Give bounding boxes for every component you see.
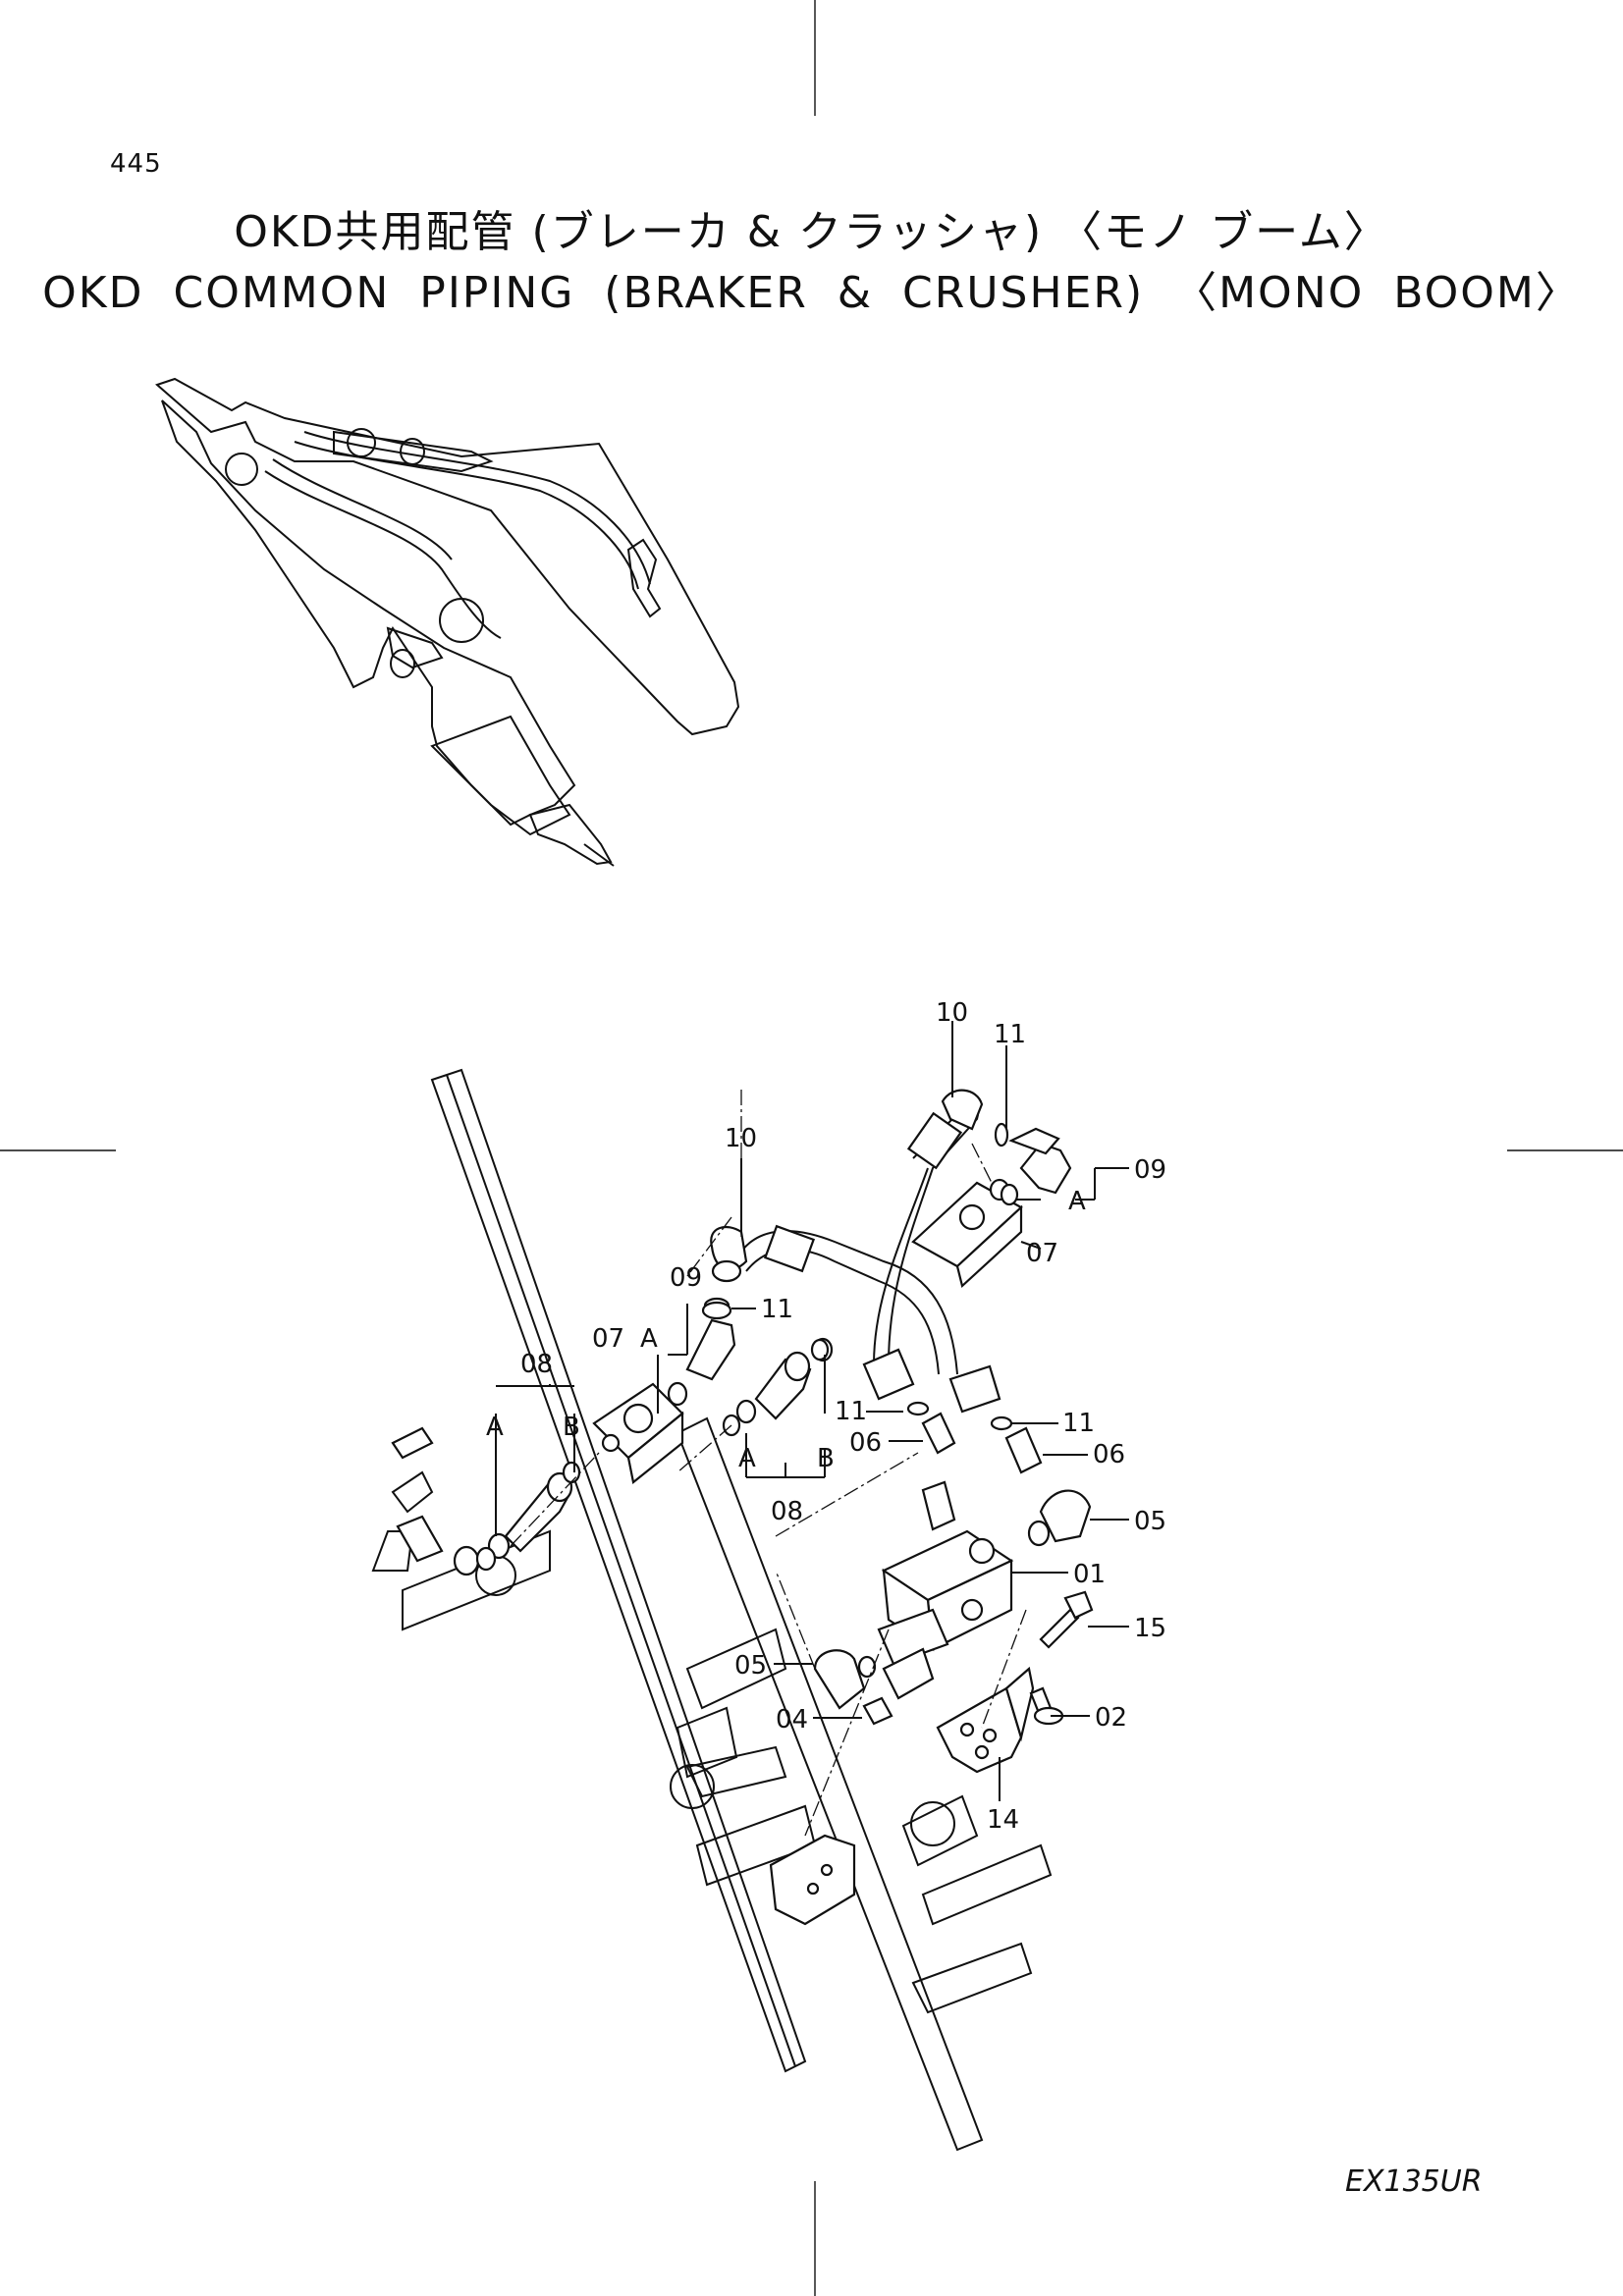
callout-10-top: 10 [936,998,968,1028]
callout-b-far-left: B [563,1413,580,1442]
callout-labels: 10 11 09 A 10 07 09 11 A 07 08 A B 11 06… [486,998,1166,1835]
callout-02: 02 [1095,1703,1127,1733]
callout-15: 15 [1134,1614,1166,1643]
callout-a-left: A [640,1324,658,1354]
callout-06-left: 06 [849,1428,882,1458]
exploded-parts-drawing [371,1021,1129,2152]
callout-a-right: A [1068,1187,1086,1216]
callout-01: 01 [1073,1560,1106,1589]
title-japanese: OKD共用配管 (ブレーカ & クラッシャ) 〈モノ ブーム〉 [234,207,1389,257]
callout-04: 04 [776,1705,808,1735]
callout-08-left: 08 [520,1350,553,1379]
callout-14: 14 [987,1805,1019,1835]
callout-07-right: 07 [1026,1239,1058,1268]
callout-08-mid: 08 [771,1497,803,1526]
callout-11-right: 11 [1062,1409,1095,1438]
callout-10-mid: 10 [725,1124,757,1153]
callout-09-left: 09 [670,1263,702,1293]
page-number: 445 [110,149,162,179]
callout-06-right: 06 [1093,1440,1125,1469]
callout-05-left: 05 [734,1651,767,1681]
callout-a-far-left: A [486,1413,504,1442]
callout-11-top: 11 [994,1020,1026,1049]
callout-07-left: 07 [592,1324,624,1354]
callout-b-mid: B [817,1444,835,1473]
callout-11-mid: 11 [761,1295,793,1324]
callout-05-right: 05 [1134,1507,1166,1536]
excavator-overview-illustration [155,377,740,867]
callout-11-lower: 11 [835,1397,867,1426]
model-number: EX135UR [1345,2164,1483,2199]
callout-a-mid: A [738,1444,756,1473]
title-english: OKD COMMON PIPING (BRAKER & CRUSHER) 〈MO… [42,268,1581,318]
callout-09-right: 09 [1134,1155,1166,1185]
